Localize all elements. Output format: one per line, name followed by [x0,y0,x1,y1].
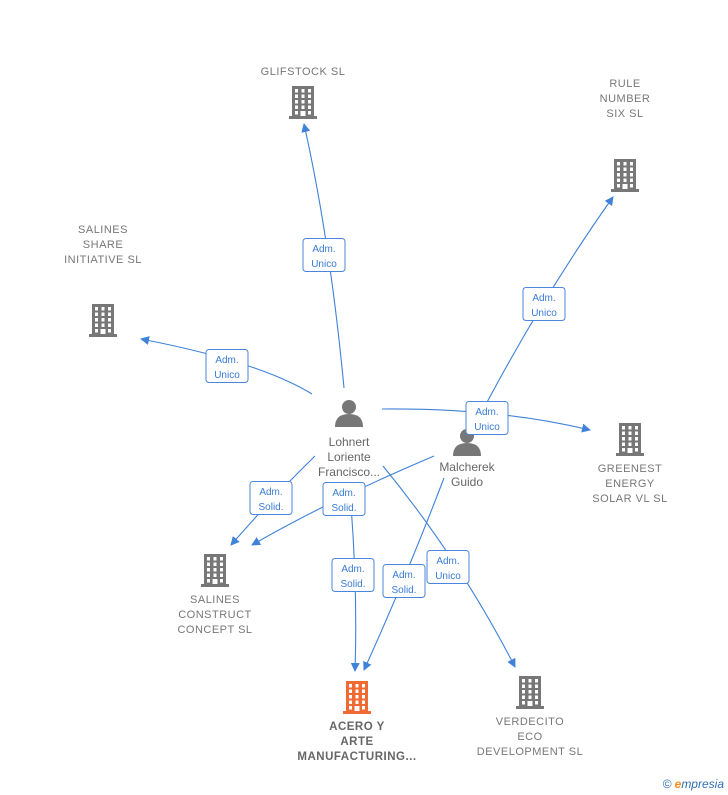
person-node-lohnert[interactable]: LohnertLorienteFrancisco... [318,400,380,479]
company-label-line: DEVELOPMENT SL [477,746,583,758]
edge-label-lohnert-to-verdecito[interactable]: Adm. Unico [426,550,470,584]
company-label-line: GREENEST [598,463,663,475]
company-label-line: SIX SL [606,108,643,120]
person-icon [335,400,363,427]
edge-label-lohnert-to-acero[interactable]: Adm. Solid. [331,558,375,592]
edge-label-line: Solid. [340,579,365,590]
edge-label-line: Adm. [475,407,498,418]
nodes-layer: GLIFSTOCK SL RULE NUMBER SIX SL SALINES SHARE… [64,66,667,763]
building-icon [289,86,317,119]
building-icon [516,676,544,709]
edge-label-box [426,550,470,584]
person-label-line: Lohnert [329,435,370,449]
building-icon [89,304,117,337]
edge-label-lohnert-to-salines_share[interactable]: Adm. Unico [205,349,249,383]
company-label-line: VERDECITO [496,716,564,728]
edge-label-line: Unico [435,571,461,582]
edge-label-line: Adm. [332,488,355,499]
edge-label-malcherek-to-acero[interactable]: Adm. Solid. [382,564,426,598]
copyright-symbol: © [662,777,672,791]
building-icon [611,159,639,192]
edge-label-lohnert-to-greenest[interactable]: Adm. Unico [465,401,509,435]
company-label-line: GLIFSTOCK SL [261,66,346,78]
edge-label-line: Adm. [312,244,335,255]
company-label-line: ARTE [340,736,373,748]
company-label-line: RULE [609,78,640,90]
edge-label-box [331,558,375,592]
building-icon [616,423,644,456]
edge-label-box [249,481,293,515]
company-label-line: ACERO Y [329,721,385,733]
edge-label-box [522,287,566,321]
company-label-line: SALINES [190,594,240,606]
edge-label-box [302,238,346,272]
company-label-line: ECO [517,731,542,743]
company-node-rule[interactable]: RULE NUMBER SIX SL [600,78,651,192]
edge-label-box [322,482,366,516]
edge-label-line: Unico [214,370,240,381]
person-label-line: Francisco... [318,465,380,479]
building-icon [201,554,229,587]
edge-labels-layer: Adm.UnicoAdm.UnicoAdm.UnicoAdm.Solid.Adm… [205,238,566,598]
person-label-line: Guido [451,475,483,489]
company-node-greenest[interactable]: GREENEST ENERGY SOLAR VL SL [592,423,667,505]
company-node-acero[interactable]: ACERO Y ARTE MANUFACTURING... [297,681,416,763]
person-label-line: Loriente [327,450,371,464]
edge-label-box [465,401,509,435]
edge-label-line: Adm. [341,564,364,575]
edge-label-lohnert-to-glifstock[interactable]: Adm. Unico [302,238,346,272]
company-label-line: CONSTRUCT [178,609,252,621]
empresia-brand[interactable]: ©empresia [663,777,724,791]
company-label-line: MANUFACTURING... [297,751,416,763]
company-node-salines_construct[interactable]: SALINES CONSTRUCT CONCEPT SL [177,554,252,636]
edge-label-line: Unico [311,259,337,270]
company-node-verdecito[interactable]: VERDECITO ECO DEVELOPMENT SL [477,676,583,758]
company-label-line: ENERGY [605,478,655,490]
company-label-line: INITIATIVE SL [64,254,142,266]
person-label-line: Malcherek [439,460,495,474]
company-label-line: NUMBER [600,93,651,105]
edge-label-line: Unico [474,422,500,433]
edge-label-box [382,564,426,598]
company-node-salines_share[interactable]: SALINES SHARE INITIATIVE SL [64,224,142,337]
company-node-glifstock[interactable]: GLIFSTOCK SL [261,66,346,119]
edges-layer [140,123,614,672]
company-label-line: CONCEPT SL [177,624,252,636]
edge-label-line: Adm. [436,556,459,567]
brand-name: mpresia [681,777,724,791]
edge-label-line: Solid. [258,502,283,513]
edge-label-line: Adm. [532,293,555,304]
edge-label-line: Solid. [391,585,416,596]
edge-label-box [205,349,249,383]
edge-label-line: Adm. [215,355,238,366]
edge-label-lohnert-to-salines_construct[interactable]: Adm. Solid. [249,481,293,515]
company-label-line: SHARE [83,239,123,251]
building-icon [343,681,371,714]
edge-label-line: Unico [531,308,557,319]
edge-label-malcherek-to-rule[interactable]: Adm. Unico [522,287,566,321]
edge-label-line: Adm. [259,487,282,498]
brand-initial: e [674,777,682,791]
edge-label-line: Adm. [392,570,415,581]
edge-label-malcherek-to-salines_construct[interactable]: Adm. Solid. [322,482,366,516]
edge-label-line: Solid. [331,503,356,514]
company-label-line: SOLAR VL SL [592,493,667,505]
company-label-line: SALINES [78,224,128,236]
